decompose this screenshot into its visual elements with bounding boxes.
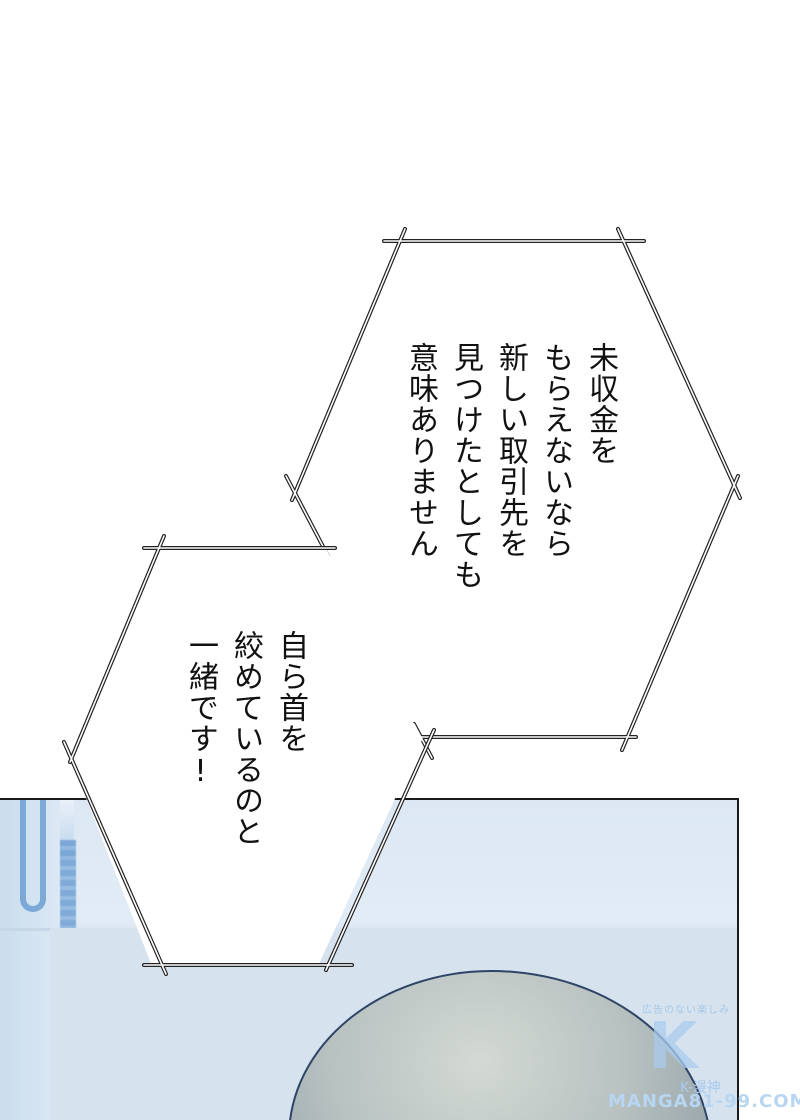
speech-bubble-upper <box>284 227 742 760</box>
dialogue-line: 自ら首を <box>273 630 308 754</box>
dialogue-text-lower: 自ら首を 絞めているのと 一緒です! <box>178 630 313 847</box>
dialogue-line: 新しい取引先を <box>493 342 528 559</box>
dialogue-line: もらえないなら <box>538 342 573 559</box>
dialogue-line: 絞めているのと <box>228 630 263 847</box>
watermark-tagline: 広告のない楽しみ <box>642 1005 730 1016</box>
dialogue-text-upper: 未収金を もらえないなら 新しい取引先を 見つけたとしても 意味ありません <box>398 342 623 590</box>
dialogue-line: 一緒です! <box>183 630 218 790</box>
watermark-url: MANGA81-99.COM <box>608 1091 800 1112</box>
watermark-name: K-漫神 <box>680 1080 721 1096</box>
watermark-logo: K <box>648 1010 698 1084</box>
wall-background <box>0 800 58 1120</box>
dialogue-line: 意味ありません <box>403 342 438 559</box>
hanging-loop <box>20 800 46 912</box>
dialogue-line: 未収金を <box>583 342 618 466</box>
watermark: 広告のない楽しみ K K-漫神 MANGA81-99.COM <box>608 1003 800 1112</box>
dialogue-line: 見つけたとしても <box>448 342 483 590</box>
speech-bubble-lower <box>62 534 436 976</box>
